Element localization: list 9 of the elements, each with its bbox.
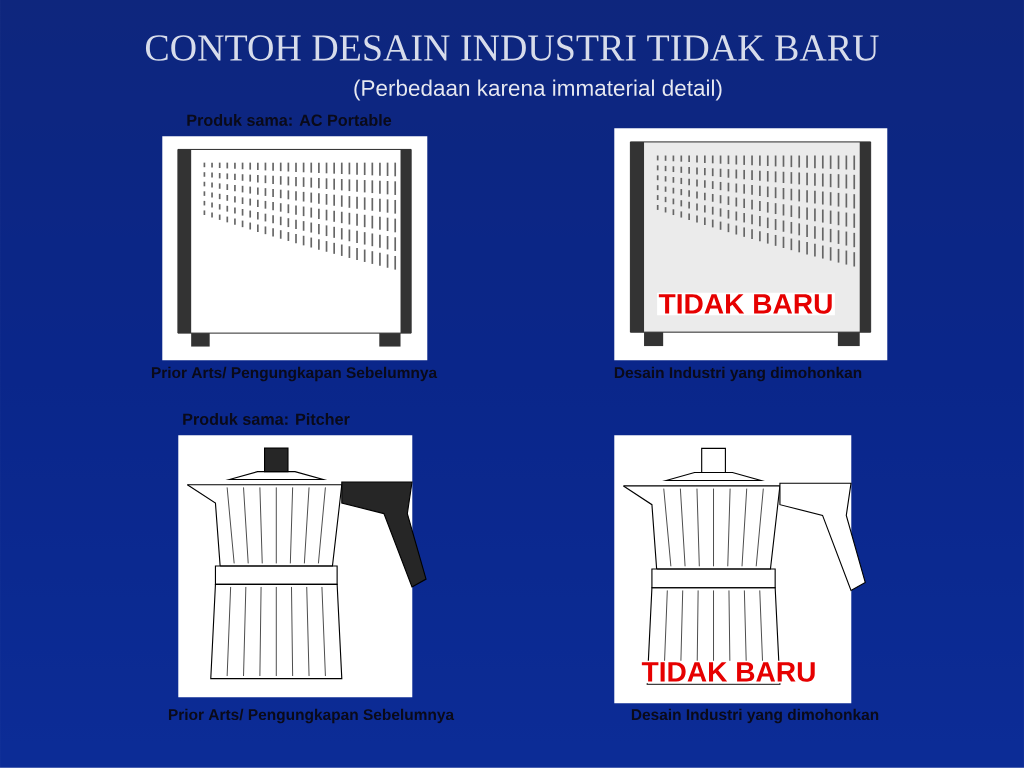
image-caption: Desain Industri yang dimohonkan (614, 366, 862, 382)
pitcher-picture (178, 435, 427, 698)
image-caption: Prior Arts/ Pengungkapan Sebelumnya (168, 708, 455, 724)
image-caption: Prior Arts/ Pengungkapan Sebelumnya (151, 366, 438, 382)
heater-picture (162, 136, 428, 361)
subtitle: (Perbedaan karena immaterial detail) (354, 79, 722, 101)
image-caption: Desain Industri yang dimohonkan (631, 708, 879, 724)
slide-title: CONTOH DESAIN INDUSTRI TIDAK BARU (145, 35, 879, 61)
stamp-text: TIDAK BARU (657, 292, 835, 316)
